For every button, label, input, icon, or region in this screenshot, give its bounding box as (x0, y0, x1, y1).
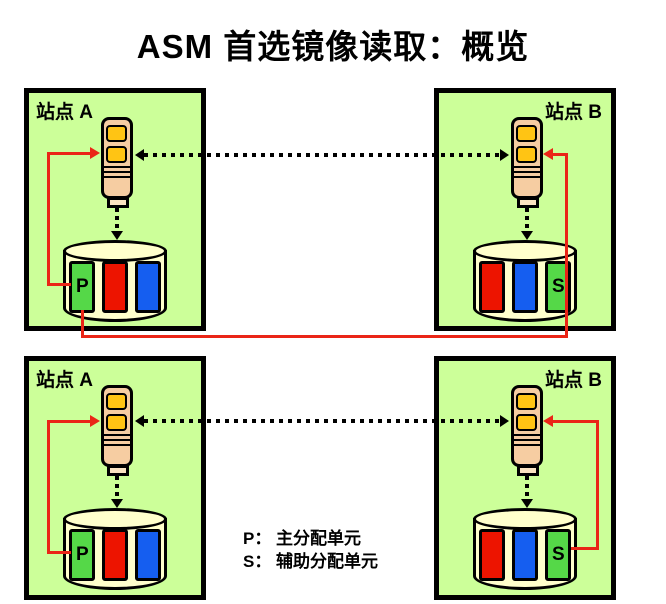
server-to-disk-dotted-line (115, 208, 119, 231)
server-vent-line (104, 166, 130, 168)
down-arrowhead-icon (521, 499, 533, 508)
server-vent-line (104, 176, 130, 178)
local-read-line (47, 283, 71, 286)
disk-segment (479, 529, 505, 581)
local-read-line (47, 152, 91, 155)
disk-segment (135, 261, 161, 313)
server-led-icon (106, 125, 127, 142)
server-icon (511, 117, 543, 199)
site-box-a-top: 站点 A P (24, 88, 206, 331)
site-label: 站点 B (544, 370, 602, 391)
down-arrowhead-icon (521, 231, 533, 240)
disk-top-ellipse (63, 508, 167, 530)
site-box-a-bottom: 站点 A P (24, 356, 206, 600)
disk-segment-primary: P (69, 261, 95, 313)
down-arrowhead-icon (111, 499, 123, 508)
server-vent-line (514, 439, 540, 441)
disk-top-ellipse (63, 240, 167, 262)
right-arrowhead-icon (90, 415, 100, 427)
interconnect-dotted-line-bottom (144, 419, 500, 423)
legend-line-primary: P： 主分配单元 (243, 529, 362, 548)
site-label: 站点 A (36, 370, 94, 391)
server-to-disk-dotted-line (525, 476, 529, 499)
server-to-disk-dotted-line (115, 476, 119, 499)
local-read-line (553, 420, 599, 423)
local-read-line (47, 420, 50, 554)
legend: P： 主分配单元 S： 辅助分配单元 (243, 527, 378, 573)
server-icon (511, 385, 543, 467)
server-vent-line (514, 434, 540, 436)
disk-cylinder-icon: S (473, 240, 577, 322)
legend-line-secondary: S： 辅助分配单元 (243, 552, 379, 571)
segment-letter: S (552, 276, 565, 298)
site-box-b-bottom: 站点 B S (434, 356, 616, 600)
local-read-line (47, 152, 50, 286)
remote-read-line (81, 335, 568, 338)
remote-read-line (81, 310, 84, 338)
server-led-icon (106, 146, 127, 163)
disk-segment-secondary: S (545, 529, 571, 581)
server-led-icon (106, 393, 127, 410)
disk-segment (102, 261, 128, 313)
remote-read-line (565, 153, 568, 338)
server-led-icon (516, 393, 537, 410)
page-title: ASM 首选镜像读取：概览 (136, 28, 530, 65)
local-read-line (571, 547, 599, 550)
server-icon (101, 385, 133, 467)
server-vent-line (104, 171, 130, 173)
left-arrowhead-icon (543, 415, 553, 427)
right-arrowhead-icon (90, 147, 100, 159)
local-read-line (47, 551, 71, 554)
server-vent-line (514, 444, 540, 446)
server-led-icon (516, 414, 537, 431)
server-vent-line (514, 176, 540, 178)
server-led-icon (106, 414, 127, 431)
server-vent-line (104, 439, 130, 441)
site-label: 站点 A (36, 102, 94, 123)
server-icon (101, 117, 133, 199)
segment-letter: P (76, 544, 89, 566)
server-vent-line (514, 166, 540, 168)
right-arrowhead-icon (500, 149, 509, 161)
disk-segment (479, 261, 505, 313)
disk-segment-primary: P (69, 529, 95, 581)
disk-cylinder-icon: P (63, 508, 167, 590)
disk-segment (102, 529, 128, 581)
disk-cylinder-icon: P (63, 240, 167, 322)
remote-read-line (551, 153, 568, 156)
disk-segment (512, 261, 538, 313)
local-read-line (596, 420, 599, 550)
disk-cylinder-icon: S (473, 508, 577, 590)
interconnect-dotted-line-top (144, 153, 500, 157)
server-vent-line (104, 434, 130, 436)
down-arrowhead-icon (111, 231, 123, 240)
right-arrowhead-icon (500, 415, 509, 427)
left-arrowhead-icon (135, 149, 144, 161)
local-read-line (47, 420, 91, 423)
disk-top-ellipse (473, 240, 577, 262)
disk-segment (512, 529, 538, 581)
server-led-icon (516, 146, 537, 163)
server-vent-line (514, 171, 540, 173)
segment-letter: S (552, 544, 565, 566)
server-led-icon (516, 125, 537, 142)
site-label: 站点 B (544, 102, 602, 123)
server-to-disk-dotted-line (525, 208, 529, 231)
segment-letter: P (76, 276, 89, 298)
left-arrowhead-icon (135, 415, 144, 427)
site-box-b-top: 站点 B S (434, 88, 616, 331)
disk-top-ellipse (473, 508, 577, 530)
disk-segment (135, 529, 161, 581)
left-arrowhead-icon (543, 148, 553, 160)
server-vent-line (104, 444, 130, 446)
